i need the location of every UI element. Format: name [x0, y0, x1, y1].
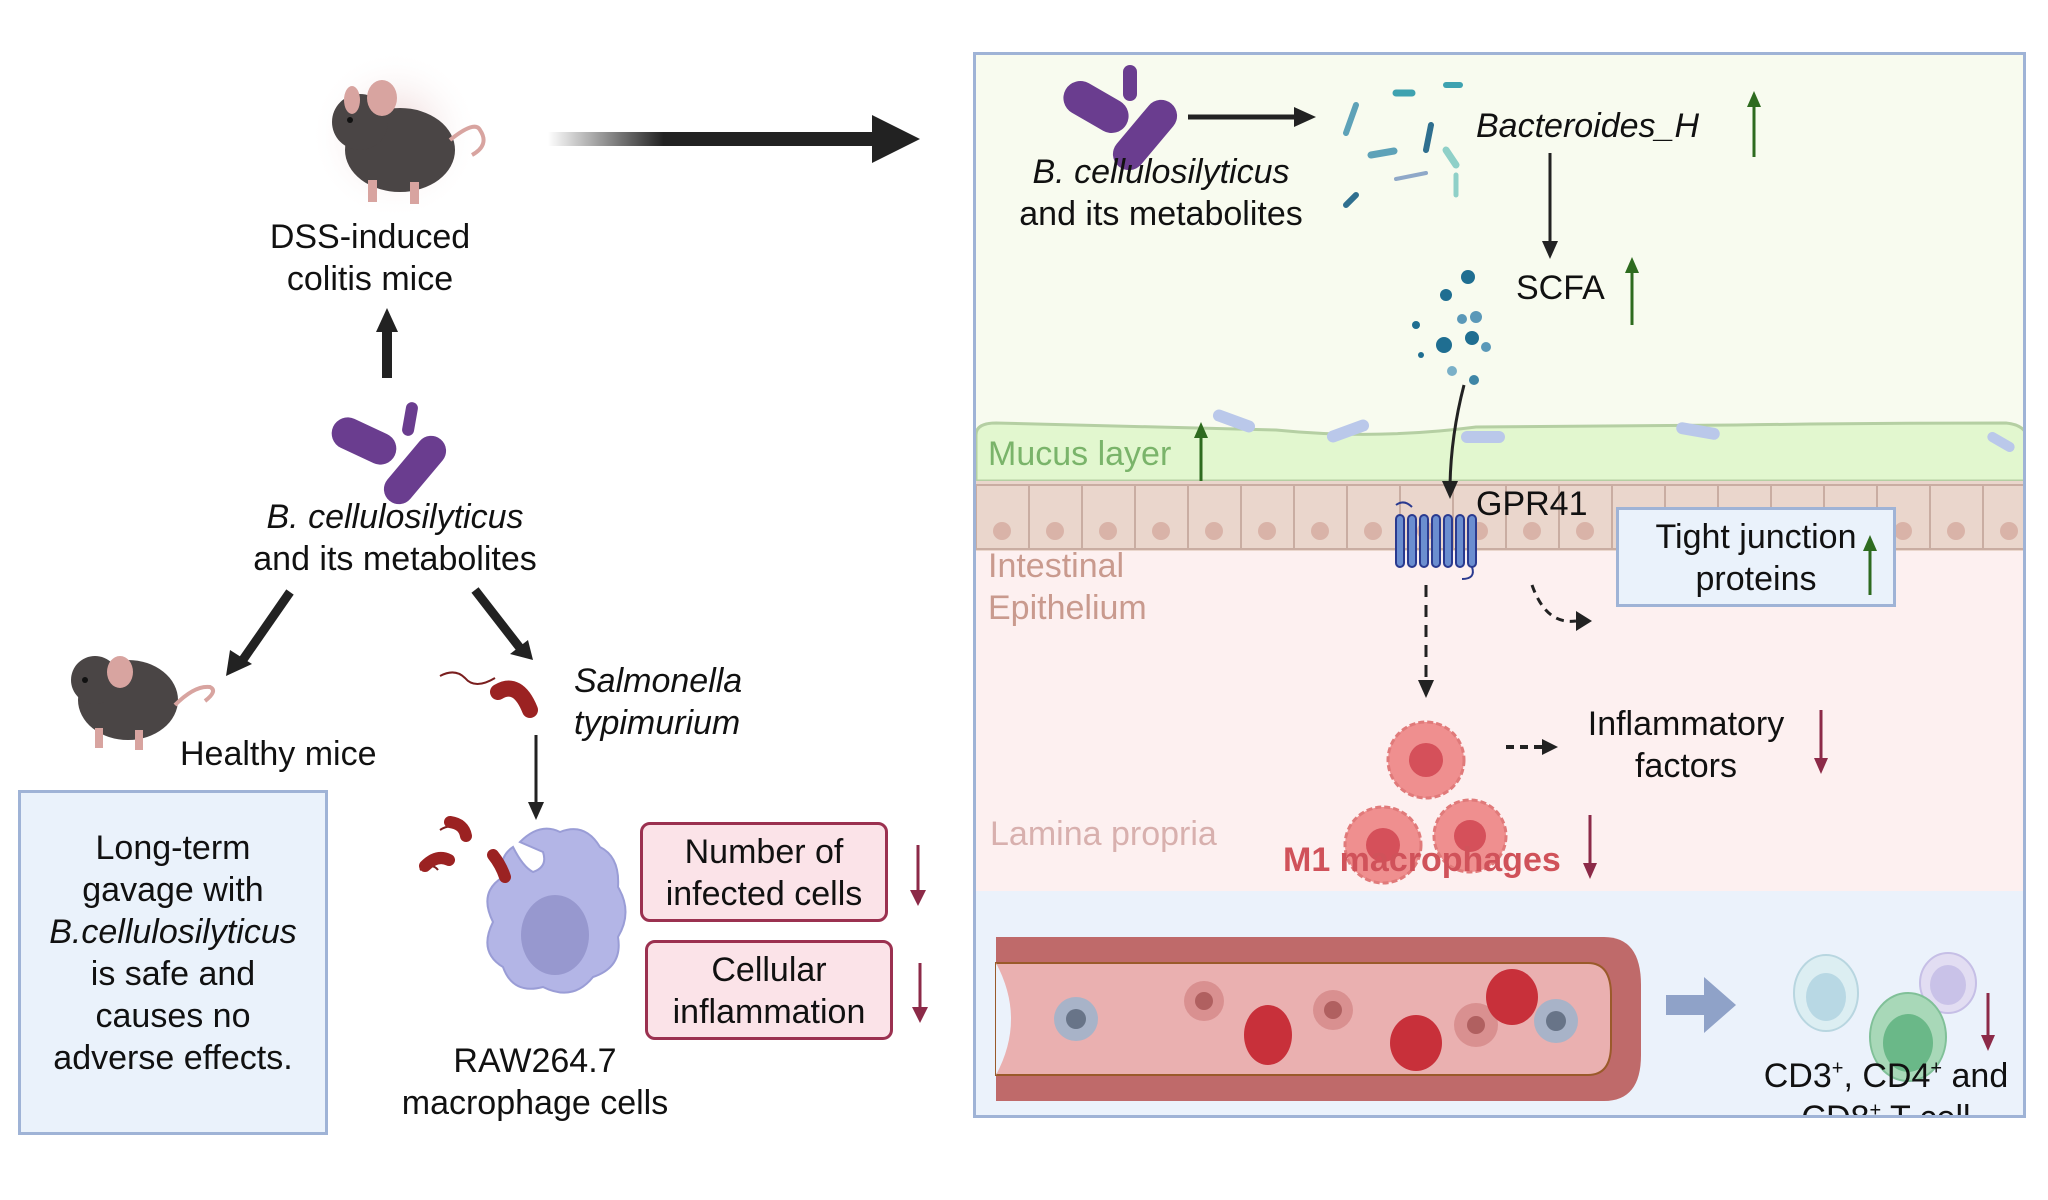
bacteroides-label: Bacteroides_H [1476, 107, 1700, 145]
tight-junction-box: Tight junction proteins [1616, 507, 1896, 607]
infected-box-line2: infected cells [665, 875, 863, 913]
cell-nucleus [1364, 522, 1382, 540]
arrow-to-tight-junction [1530, 584, 1577, 623]
macrophage-cells-label: RAW264.7 macrophage cells [370, 1040, 700, 1124]
scfa-label: SCFA [1516, 269, 1605, 307]
superscript-plus: + [1869, 1099, 1882, 1118]
t-cell-label: CD3+, CD4+ and CD8+ T cell [1746, 1055, 2023, 1118]
safety-line: is safe and [90, 955, 256, 993]
inflammation-box-line2: inflammation [672, 993, 866, 1031]
mucus-bacteria [1212, 409, 2015, 452]
salmonella-icon [439, 671, 538, 718]
cell-nucleus [1311, 522, 1329, 540]
lamina-propria-label: Lamina propria [990, 815, 1217, 853]
safety-line-species: B.cellulosilyticus [49, 913, 297, 951]
safety-line: adverse effects. [53, 1039, 293, 1077]
t-cell-label-line1: CD3+, CD4+ and [1746, 1055, 2023, 1097]
macrophage-label-line2: macrophage cells [401, 1084, 669, 1122]
scfa-molecules-icon [1412, 270, 1491, 385]
panel-bacteria-icon [1063, 65, 1178, 171]
tight-junction-arrow-layer [1863, 535, 1877, 595]
inflammatory-line2: factors [1634, 747, 1738, 785]
arrow-to-healthy-mice [226, 589, 294, 676]
salmonella-label: Salmonella typimurium [574, 660, 742, 744]
cell-nucleus [1894, 522, 1912, 540]
dss-mice-label: DSS-induced colitis mice [250, 216, 490, 300]
bacteria-label-left: B. cellulosilyticus and its metabolites [210, 496, 580, 580]
cellular-inflammation-box: Cellular inflammation [645, 940, 893, 1040]
infected-cells-box: Number of infected cells [640, 822, 888, 922]
tight-junction-line1: Tight junction [1655, 518, 1857, 556]
arrow-to-macrophage [528, 735, 544, 820]
panel-bacteria-rest: and its metabolites [1019, 195, 1303, 233]
safety-line: gavage with [82, 871, 264, 909]
macrophage-label-line1: RAW264.7 [453, 1042, 617, 1080]
dss-mice-label-line1: DSS-induced [269, 218, 471, 256]
cell-nucleus [1152, 522, 1170, 540]
superscript-plus: + [1930, 1057, 1943, 1080]
epithelium-label-line2: Epithelium [988, 589, 1147, 627]
gut-microbiome-icon [1343, 82, 1463, 208]
mechanism-panel: B. cellulosilyticus and its metabolites … [973, 52, 2026, 1118]
cell-nucleus [1205, 522, 1223, 540]
blood-vessel-icon [995, 937, 1641, 1101]
arrow-scfa-to-gpr41 [1448, 384, 1466, 486]
up-arrow [376, 308, 398, 378]
gpr41-label: GPR41 [1476, 485, 1588, 523]
cell-nucleus [1099, 522, 1117, 540]
safety-line: causes no [95, 997, 251, 1035]
decrease-arrow-inflammation [912, 963, 928, 1023]
tight-junction-line2: proteins [1695, 560, 1817, 598]
safety-box: Long-term gavage with B.cellulosilyticus… [18, 790, 328, 1135]
mechanism-canvas [976, 65, 2023, 1115]
cell-nucleus [1046, 522, 1064, 540]
panel-bacteria-label: B. cellulosilyticus and its metabolites [996, 151, 1326, 235]
inflammation-box-line1: Cellular [711, 951, 827, 989]
inflammatory-line1: Inflammatory [1587, 705, 1785, 743]
safety-line: Long-term [95, 829, 251, 867]
healthy-mouse-icon [71, 656, 216, 750]
panel-bacteria-species: B. cellulosilyticus [1032, 153, 1290, 191]
mucus-layer-label: Mucus layer [988, 435, 1172, 473]
cell-nucleus [1258, 522, 1276, 540]
superscript-plus: + [1831, 1057, 1844, 1080]
salmonella-label-line1: Salmonella [574, 662, 743, 700]
cd8-text: CD8 [1801, 1099, 1870, 1118]
healthy-mice-label: Healthy mice [180, 735, 377, 773]
t-cells-icon [1793, 952, 1977, 1082]
infected-box-line1: Number of [684, 833, 844, 871]
arrow-to-salmonella [471, 587, 533, 660]
bacteria-label-rest: and its metabolites [253, 540, 537, 578]
mucus-layer [976, 421, 2023, 483]
and-text: and [1942, 1057, 2009, 1095]
epithelium-label-line1: Intestinal [988, 547, 1125, 585]
t-cell-text: T cell [1881, 1099, 1971, 1118]
bacteria-species-name: B. cellulosilyticus [266, 498, 524, 536]
epithelium-label: Intestinal Epithelium [988, 545, 1147, 629]
epithelial-cell [1982, 484, 2023, 550]
cell-nucleus [1523, 522, 1541, 540]
dss-mouse-icon [310, 50, 486, 220]
cell-nucleus [1947, 522, 1965, 540]
dss-mice-label-line2: colitis mice [286, 260, 454, 298]
decrease-arrow-infected [910, 845, 926, 906]
cell-nucleus [1576, 522, 1594, 540]
cell-nucleus [993, 522, 1011, 540]
salmonella-label-line2: typimurium [574, 704, 741, 742]
cd3-text: CD3 [1763, 1057, 1832, 1095]
cell-nucleus [2000, 522, 2018, 540]
inflammatory-factors-label: Inflammatory factors [1566, 703, 1806, 787]
m1-macrophages-label: M1 macrophages [1283, 841, 1561, 879]
m1-macrophage-icon [1343, 720, 1508, 885]
macrophage-icon [419, 816, 627, 994]
cd4-text: , CD4 [1843, 1057, 1931, 1095]
blood-to-tcell-arrow [1666, 995, 1706, 1015]
t-cell-label-line2: CD8+ T cell [1746, 1097, 2023, 1118]
bacteria-icon [331, 402, 447, 505]
gpr41-receptor-icon [1395, 501, 1477, 580]
transition-arrow [548, 115, 920, 163]
